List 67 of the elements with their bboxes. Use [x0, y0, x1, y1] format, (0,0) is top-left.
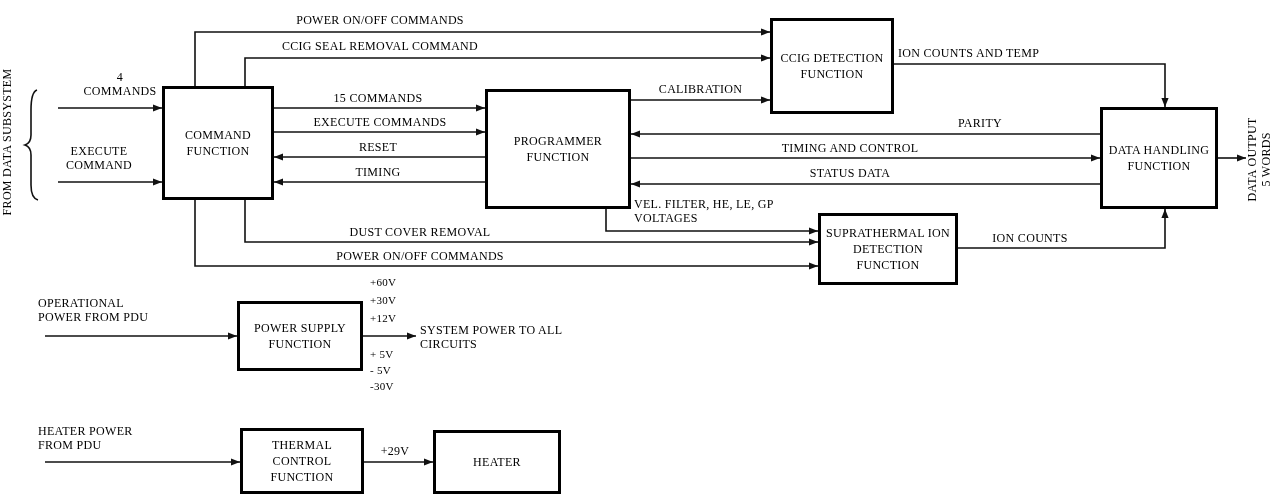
edge-label: RESET [357, 140, 399, 155]
side-label: FROM DATA SUBSYSTEM [0, 67, 15, 217]
connector-arrow [605, 208, 819, 235]
connector-arrow [273, 104, 486, 112]
edge-label: SYSTEM POWER TO ALL CIRCUITS [420, 323, 563, 352]
voltage-label: -30V [370, 379, 394, 394]
connector-arrow [1217, 154, 1247, 162]
edge-label: 15 COMMANDS [332, 91, 424, 106]
edge-label: ION COUNTS [991, 231, 1069, 246]
connector-arrow [44, 332, 238, 340]
connector-arrow [630, 130, 1101, 138]
edge-label: +29V [379, 444, 411, 459]
box-label: COMMAND FUNCTION [183, 126, 253, 160]
edge-label: EXECUTE COMMANDS [312, 115, 448, 130]
connector-arrow [273, 153, 486, 161]
connector-arrow [244, 199, 819, 246]
box-label: PROGRAMMER FUNCTION [512, 132, 604, 166]
voltage-label: +60V [370, 275, 397, 290]
function-box [818, 213, 958, 285]
connector-arrow [363, 458, 434, 466]
function-box [485, 89, 631, 209]
voltage-label: +12V [370, 311, 397, 326]
function-box [240, 428, 364, 494]
edge-label: STATUS DATA [808, 166, 892, 181]
edge-label: OPERATIONAL POWER FROM PDU [38, 296, 150, 325]
connector-arrow [194, 199, 819, 270]
function-box [433, 430, 561, 494]
voltage-label: - 5V [370, 363, 392, 378]
connector-arrow [630, 180, 1101, 188]
connector-arrow [44, 458, 241, 466]
function-box [162, 86, 274, 200]
edge-label: HEATER POWER FROM PDU [38, 424, 134, 453]
function-box [237, 301, 363, 371]
edge-label: DATA OUTPUT 5 WORDS [1244, 116, 1272, 204]
edge-label: DUST COVER REMOVAL [348, 225, 492, 240]
connector-arrow [273, 178, 486, 186]
connector-arrow [893, 63, 1169, 108]
function-box [770, 18, 894, 114]
voltage-label: +30V [370, 293, 397, 308]
voltage-label: + 5V [370, 347, 394, 362]
connector-arrow [957, 208, 1169, 249]
edge-label: 4 COMMANDS [82, 70, 158, 99]
connector-arrow [57, 104, 163, 112]
box-label: SUPRATHERMAL ION DETECTION FUNCTION [825, 224, 951, 274]
edge-label: PARITY [956, 116, 1003, 131]
edge-label: EXECUTE COMMAND [64, 144, 134, 173]
box-label: POWER SUPPLY FUNCTION [252, 319, 348, 353]
box-label: HEATER [473, 453, 521, 471]
box-label: THERMAL CONTROL FUNCTION [269, 436, 335, 486]
connector-arrow [630, 154, 1101, 162]
connector-arrow [273, 128, 486, 136]
connector-arrow [244, 54, 771, 87]
edge-label: VEL. FILTER, HE, LE, GP VOLTAGES [634, 197, 775, 226]
edge-label: POWER ON/OFF COMMANDS [335, 249, 505, 264]
box-label: DATA HANDLING FUNCTION [1107, 141, 1211, 175]
connector-arrow [630, 96, 771, 104]
edge-label: POWER ON/OFF COMMANDS [295, 13, 465, 28]
edge-label: TIMING AND CONTROL [780, 141, 920, 156]
box-label: CCIG DETECTION FUNCTION [779, 49, 885, 83]
edge-label: TIMING [354, 165, 402, 180]
edge-label: CALIBRATION [657, 82, 744, 97]
connector-arrow [362, 332, 417, 340]
edge-label: ION COUNTS AND TEMP [898, 46, 1041, 61]
edge-label: CCIG SEAL REMOVAL COMMAND [280, 39, 480, 54]
connector-arrow [57, 178, 163, 186]
function-box [1100, 107, 1218, 209]
connector-arrow [194, 28, 771, 87]
